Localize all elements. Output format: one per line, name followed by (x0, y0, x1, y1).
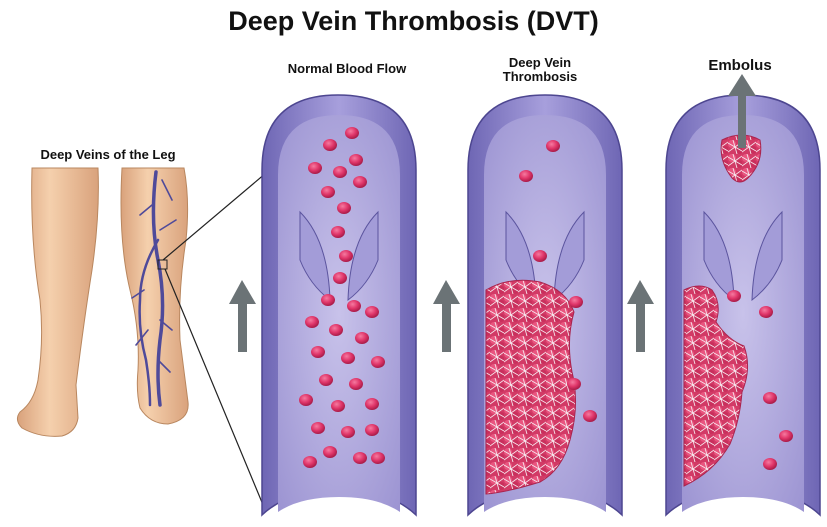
embolus-label: Embolus (708, 57, 772, 74)
vein-embolus (665, 74, 821, 517)
normal-flow-label: Normal Blood Flow (287, 61, 407, 76)
vein-normal (261, 94, 417, 517)
legs-illustration (16, 167, 267, 513)
diagram-title: Deep Vein Thrombosis (DVT) (228, 6, 599, 36)
thrombus (485, 279, 577, 495)
vein-dvt (467, 94, 623, 517)
zoom-line-bottom (164, 268, 267, 513)
blood-cells-embolus (727, 290, 793, 470)
flow-arrow-1 (229, 280, 256, 352)
vein-normal-lumen (278, 115, 400, 512)
legs-label: Deep Veins of the Leg (40, 147, 176, 162)
valve-right (347, 210, 379, 302)
flow-arrow-2 (433, 280, 460, 352)
zoom-box (157, 259, 168, 270)
zoom-line-top (162, 172, 267, 261)
dvt-label: Deep Vein Thrombosis (465, 56, 615, 84)
embolus-clot (720, 134, 762, 183)
leg-veins (131, 170, 177, 407)
dvt-label-line1: Deep Vein (508, 55, 572, 70)
valve-right-emb (751, 210, 783, 302)
blood-cells-dvt (519, 140, 597, 422)
back-leg (120, 167, 189, 425)
flow-arrow-3 (627, 280, 654, 352)
remaining-thrombus (683, 285, 748, 487)
dvt-label-line2: Thrombosis (502, 69, 578, 84)
front-leg (16, 167, 99, 437)
embolus-arrow (728, 74, 756, 148)
blood-cells-normal (299, 127, 385, 468)
